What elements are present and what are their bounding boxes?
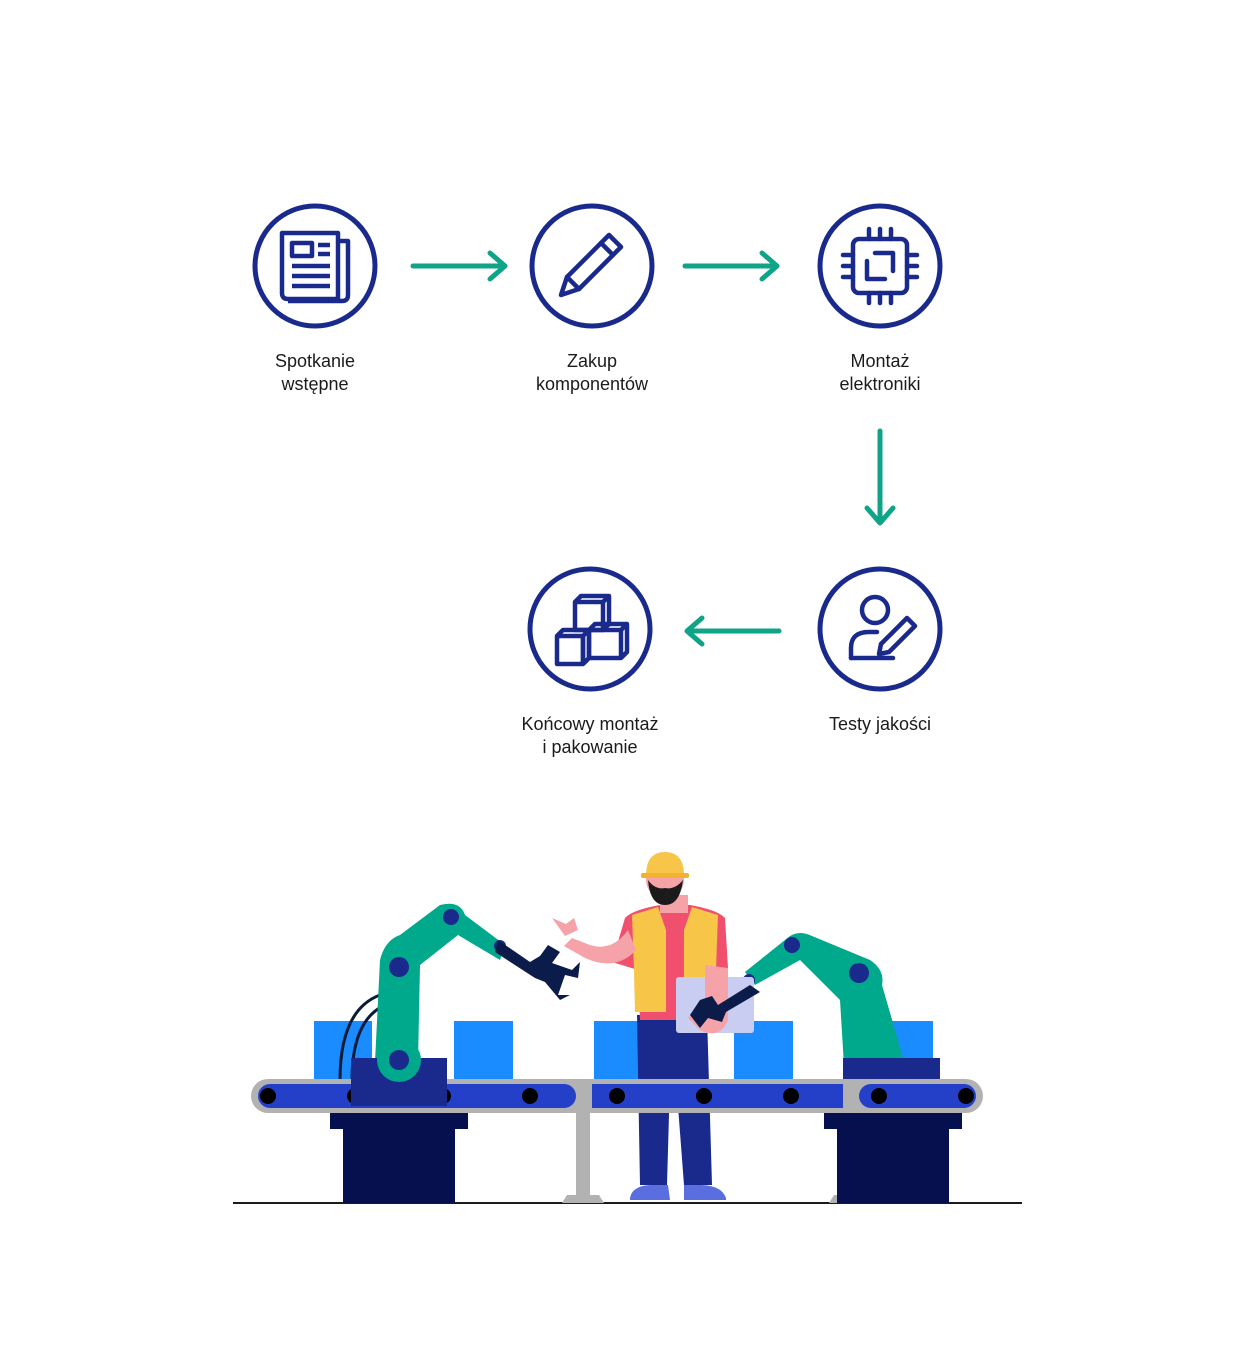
robot-base-right xyxy=(824,1105,962,1203)
arrow-left-icon xyxy=(684,615,782,647)
worker-figure xyxy=(552,852,760,1200)
rail-support xyxy=(562,1108,871,1203)
step-label-line: Montaż xyxy=(850,351,910,371)
step-label-line: Spotkanie xyxy=(274,351,356,371)
robot-base-left xyxy=(330,1105,468,1203)
step-label-line: komponentów xyxy=(535,374,649,394)
arrow-right-icon xyxy=(682,250,780,282)
step-label: Końcowy montaż i pakowanie xyxy=(500,713,680,759)
step-label-line: elektroniki xyxy=(839,374,921,394)
arrow-down-icon xyxy=(864,428,896,526)
step-label-line: wstępne xyxy=(281,374,349,394)
arrow-right-icon xyxy=(410,250,508,282)
robot-cables xyxy=(338,993,386,1081)
robot-shoulder-left xyxy=(351,1038,447,1106)
conveyor-belt xyxy=(251,1079,983,1113)
boxes-icon xyxy=(527,566,653,692)
step-label-line: Końcowy montaż xyxy=(521,714,659,734)
conveyor-box xyxy=(314,1021,933,1081)
pencil-icon xyxy=(529,203,655,329)
user-edit-icon xyxy=(817,566,943,692)
robot-arm-right xyxy=(743,933,940,1084)
step-label-line: Zakup xyxy=(566,351,618,371)
step-label: Testy jakości xyxy=(790,713,970,736)
step-final: Końcowy montaż i pakowanie xyxy=(500,566,680,759)
step-meeting: Spotkanie wstępne xyxy=(225,203,405,396)
step-label: Montaż elektroniki xyxy=(790,350,970,396)
chip-icon xyxy=(817,203,943,329)
step-purchase: Zakup komponentów xyxy=(502,203,682,396)
step-label: Spotkanie wstępne xyxy=(225,350,405,396)
step-testing: Testy jakości xyxy=(790,566,970,736)
step-label: Zakup komponentów xyxy=(502,350,682,396)
document-icon xyxy=(252,203,378,329)
step-label-line: Testy jakości xyxy=(828,714,932,734)
robot-arm-left xyxy=(351,903,580,1106)
step-electronics: Montaż elektroniki xyxy=(790,203,970,396)
step-label-line: i pakowanie xyxy=(542,737,638,757)
